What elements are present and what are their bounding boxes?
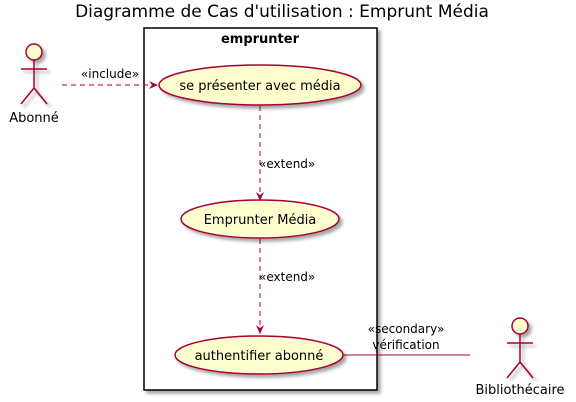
actor-bibliothecaire xyxy=(506,317,534,379)
usecase-authentifier-label: authentifier abonné xyxy=(195,349,324,364)
extend-label-1: «extend» xyxy=(259,157,315,171)
actor-abonne xyxy=(20,43,48,105)
usecase-emprunter: Emprunter Média xyxy=(180,199,340,239)
extend-label-2: «extend» xyxy=(259,270,315,284)
actor-bibliothecaire-label: Bibliothécaire xyxy=(475,383,564,398)
verification-label: vérification xyxy=(372,338,439,352)
diagram-title: Diagramme de Cas d'utilisation : Emprunt… xyxy=(75,2,489,22)
usecase-authentifier: authentifier abonné xyxy=(174,335,344,375)
relation-extend-1: «extend» xyxy=(256,106,315,201)
relation-extend-2: «extend» xyxy=(256,239,315,334)
relation-secondary: «secondary» vérification xyxy=(343,322,470,356)
usecase-presenter-label: se présenter avec média xyxy=(179,79,340,94)
actor-abonne-head xyxy=(25,43,43,61)
secondary-stereotype-label: «secondary» xyxy=(368,322,445,336)
package-title: emprunter xyxy=(221,32,300,47)
actor-bibliothecaire-head xyxy=(511,317,529,335)
usecase-presenter: se présenter avec média xyxy=(158,64,362,106)
actor-abonne-label: Abonné xyxy=(9,111,59,126)
usecase-emprunter-label: Emprunter Média xyxy=(204,213,317,228)
include-label: «include» xyxy=(81,67,139,81)
relation-include: «include» xyxy=(62,67,158,89)
